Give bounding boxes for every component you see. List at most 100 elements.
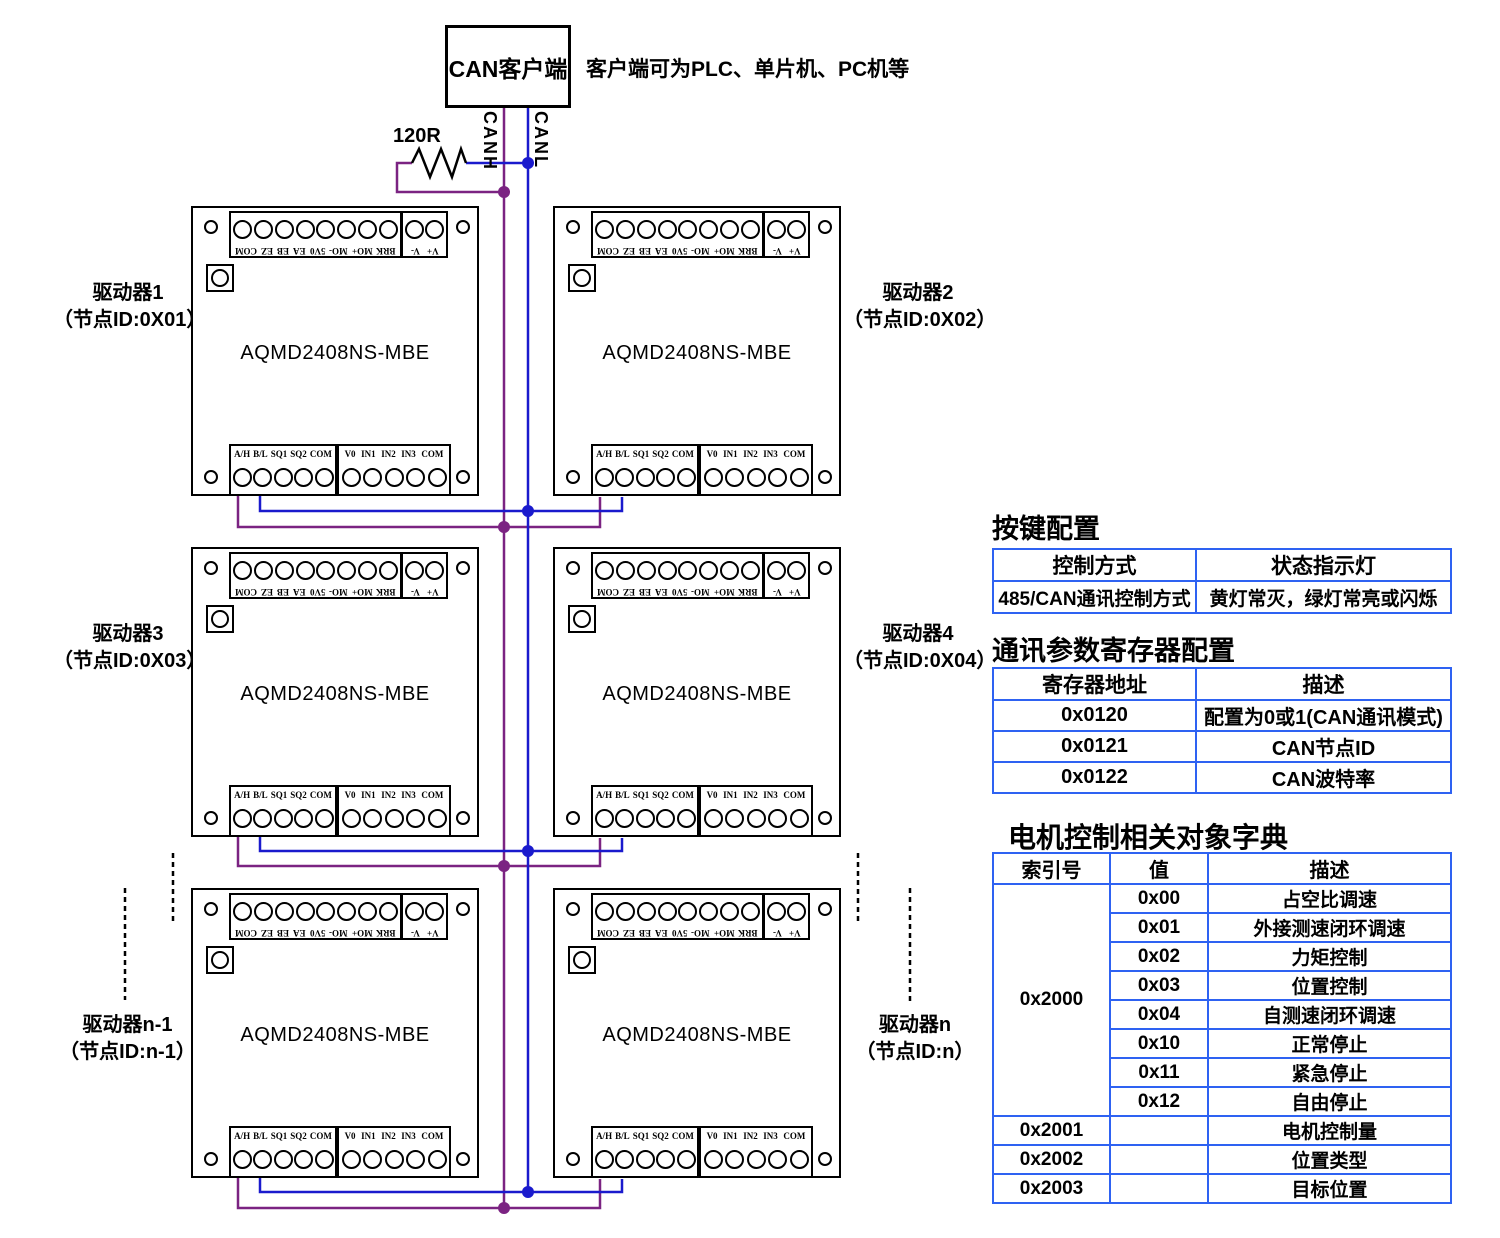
terminal-circle	[615, 467, 634, 487]
terminal-label: A/H	[234, 1131, 251, 1141]
terminal-circle	[766, 219, 786, 239]
terminal-label: V+	[426, 928, 439, 938]
object-dict-title: 电机控制相关对象字典	[1008, 822, 1289, 853]
terminal-circle	[232, 219, 252, 239]
terminal-circle	[741, 219, 760, 239]
terminal-circle	[363, 467, 382, 487]
column-header: 寄存器地址	[992, 667, 1197, 701]
terminal-circle	[725, 467, 744, 487]
column-header: 状态指示灯	[1195, 548, 1452, 582]
can-client-label: CAN客户端	[448, 55, 568, 82]
terminal-labels: V- V+	[403, 245, 446, 256]
terminal-circles	[231, 460, 335, 494]
table-cell: 力矩控制	[1207, 941, 1452, 972]
column-header: 控制方式	[992, 548, 1197, 582]
terminal-circle	[294, 1149, 313, 1169]
mounting-hole	[456, 220, 470, 234]
driver-name: 驱动器2	[882, 282, 954, 304]
terminal-circle	[768, 467, 787, 487]
terminal-label: V+	[426, 246, 439, 256]
terminal-circle	[725, 808, 744, 828]
terminal-circle	[789, 467, 809, 487]
terminal-circle	[657, 560, 677, 580]
terminal-circle	[676, 467, 696, 487]
terminal-circles	[593, 554, 762, 586]
driver-node-id: （节点ID:0X01）	[53, 309, 207, 331]
terminal-circles	[765, 895, 808, 927]
terminal-label: COM	[671, 1131, 694, 1141]
terminal-circle	[615, 219, 635, 239]
terminal-circle	[787, 560, 807, 580]
pushbutton-cap	[573, 951, 591, 969]
terminal-circle	[358, 901, 378, 921]
mounting-hole	[566, 1152, 580, 1166]
canh-branch-row1	[236, 496, 602, 529]
terminal-label: COM	[597, 246, 620, 256]
terminal-label: 5V0	[309, 246, 326, 256]
terminal-label: V-	[410, 246, 420, 256]
table-row: 0x2001 电机控制量	[992, 1115, 1452, 1146]
terminal-circle	[766, 560, 786, 580]
terminal-label: MO-	[329, 246, 348, 256]
terminal-label: IN1	[723, 790, 738, 800]
pushbutton-cap	[573, 269, 591, 287]
terminal-circle	[314, 1149, 334, 1169]
terminal-circle	[657, 901, 677, 921]
terminal-circle	[768, 808, 787, 828]
terminal-circles	[765, 554, 808, 586]
terminal-circle	[232, 467, 252, 487]
terminal-circle	[379, 219, 398, 239]
mounting-hole	[566, 811, 580, 825]
terminal-label: BRK	[376, 928, 396, 938]
terminal-label: EA	[293, 246, 306, 256]
terminal-circle	[404, 219, 424, 239]
pushbutton-cap	[211, 610, 229, 628]
driver-node-id: （节点ID:n-1）	[59, 1041, 196, 1063]
terminal-label: 5V0	[671, 246, 688, 256]
terminal-circle	[404, 560, 424, 580]
power-terminal-block: V-V+	[401, 893, 448, 940]
terminal-circle	[232, 808, 252, 828]
terminal-labels: V-V+	[765, 245, 808, 256]
object-dict-table: 索引号 值 描述 0x2000 0x00 占空比调速 0x01 外接测速闭环调速…	[992, 852, 1452, 1204]
terminal-label: V0	[706, 790, 718, 800]
terminal-circle	[253, 560, 273, 580]
canl-branch-row3	[258, 1178, 624, 1194]
terminal-label: SQ2	[652, 790, 669, 800]
terminal-circle	[699, 901, 719, 921]
terminal-label: COM	[671, 790, 694, 800]
terminal-circles	[339, 460, 449, 494]
mounting-hole	[204, 811, 218, 825]
table-cell	[1109, 1173, 1209, 1204]
mounting-hole	[456, 902, 470, 916]
terminal-circle	[699, 560, 719, 580]
terminal-labels: V-V+	[765, 927, 808, 938]
terminal-circle	[232, 560, 252, 580]
table-cell: 0x2002	[992, 1144, 1111, 1175]
terminal-label: IN2	[381, 449, 396, 459]
terminal-label: COM	[309, 790, 332, 800]
terminal-circle	[657, 219, 677, 239]
terminal-label: IN3	[763, 1131, 778, 1141]
terminal-label: EB	[639, 928, 652, 938]
terminal-label: IN3	[401, 790, 416, 800]
terminal-label: 5V0	[309, 587, 326, 597]
terminal-circles	[339, 1142, 449, 1176]
index-span-cell: 0x2000	[992, 883, 1111, 1117]
driver-label: 驱动器n-1（节点ID:n-1）	[40, 1012, 215, 1066]
terminal-label: SQ2	[290, 449, 307, 459]
terminal-circle	[703, 808, 723, 828]
terminal-label: MO-	[691, 928, 710, 938]
terminal-label: B/L	[253, 790, 268, 800]
terminal-label: IN2	[381, 1131, 396, 1141]
